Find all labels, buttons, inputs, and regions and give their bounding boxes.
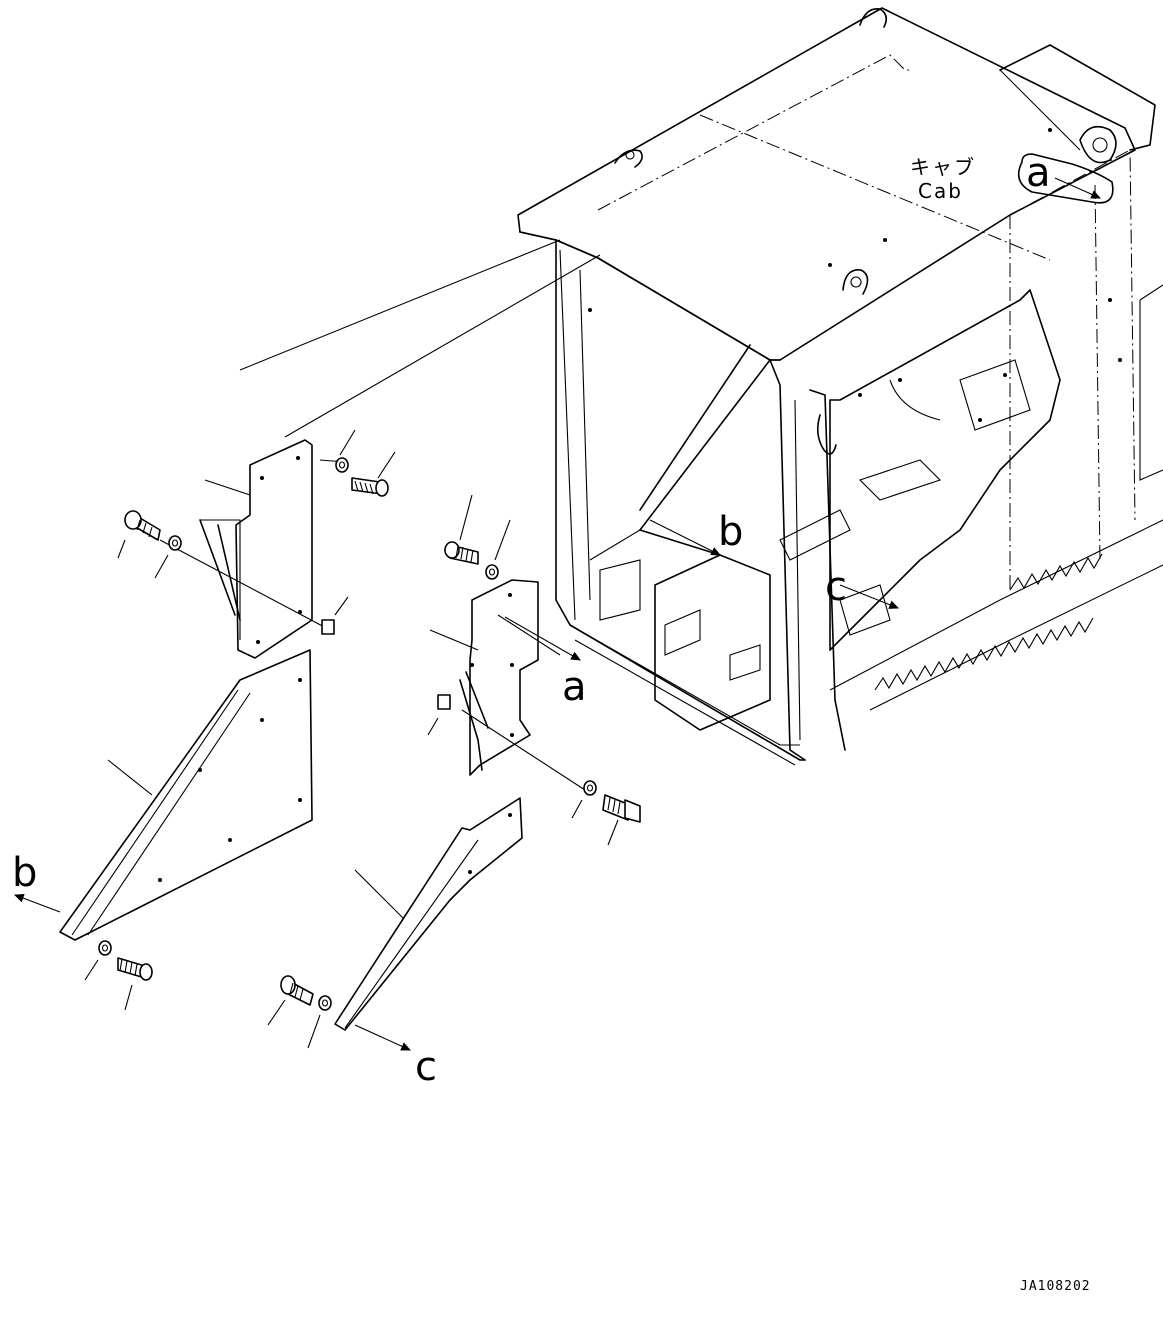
cab-left-pillar (555, 239, 806, 761)
upper-right-panel (429, 579, 586, 791)
clip-left (321, 619, 335, 635)
washer-upper-left-a (335, 429, 356, 473)
callout-c-part: c (415, 1044, 437, 1090)
bolt-upper-right-a (444, 494, 479, 565)
arrow-a-cab (1017, 153, 1114, 204)
washer-upper-right-a (485, 519, 511, 580)
arrow-c-part (354, 1024, 412, 1051)
arrow-b-part (13, 893, 61, 913)
lifting-eye-top (859, 8, 888, 28)
callout-a-part: a (562, 664, 587, 710)
fastener-dots (588, 128, 1122, 422)
washer-lower-right-a (571, 780, 597, 819)
cab-floor-box (654, 554, 771, 731)
arrow-c-cab (839, 584, 900, 609)
callout-a-cab: a (1026, 150, 1051, 196)
lower-left-panel (59, 649, 313, 941)
callout-b-cab: b (718, 509, 743, 555)
bolt-lower-center (267, 975, 314, 1026)
bolt-lower-left (117, 957, 153, 1011)
cab-label-en: Cab (918, 179, 963, 203)
arrow-b-cab (649, 519, 721, 556)
washer-lower-center (307, 995, 332, 1049)
drawing-code: JA108202 (1020, 1279, 1091, 1294)
cab-label-jp: キャブ (910, 155, 976, 179)
mount-teeth (874, 553, 1103, 691)
washer-lower-left (84, 940, 112, 981)
bolt-upper-left-a (351, 451, 396, 497)
arrow-a-part (504, 616, 581, 661)
callout-c-cab: c (825, 564, 847, 610)
lower-right-panel (334, 797, 523, 1031)
bolt-lower-right-a (602, 794, 641, 846)
upper-left-panel (159, 439, 346, 659)
clip-right (437, 694, 451, 710)
callout-b-part: b (12, 850, 37, 896)
washer-upper-left-b (154, 535, 182, 579)
bolt-upper-left-b (117, 510, 161, 559)
cab-assembly (239, 7, 1163, 766)
